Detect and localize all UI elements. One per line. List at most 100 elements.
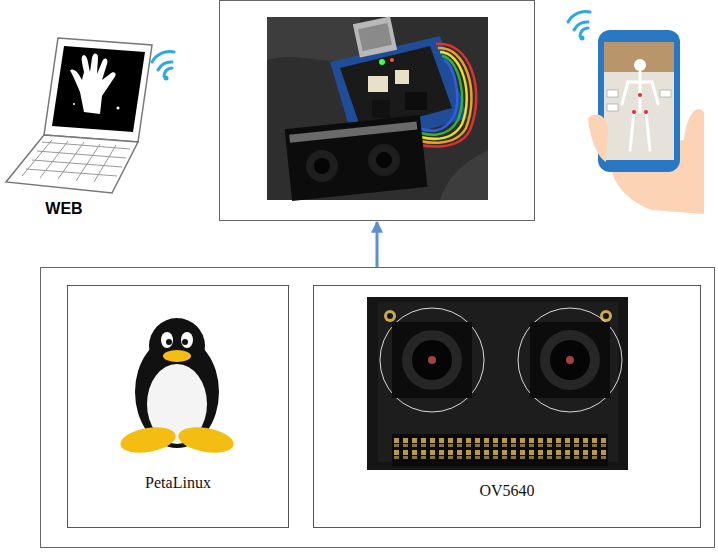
camera-module-photo	[392, 322, 472, 398]
camera-module-photo	[550, 340, 590, 380]
phone-illustration	[632, 110, 636, 114]
hardware-frame	[219, 0, 535, 221]
laptop-illustration	[58, 142, 84, 179]
software-box: PetaLinux	[67, 285, 289, 528]
wifi-icon	[580, 36, 585, 41]
laptop-illustration	[32, 160, 122, 167]
tux-penguin	[182, 339, 188, 345]
phone-illustration	[644, 110, 648, 114]
phone-illustration	[622, 72, 658, 150]
tux-penguin	[161, 332, 173, 348]
wifi-icon	[152, 52, 174, 62]
laptop-illustration	[44, 38, 152, 142]
phone-illustration	[638, 93, 642, 97]
camera-module-photo	[428, 356, 436, 364]
camera-module-photo	[392, 436, 608, 462]
board-photo	[372, 100, 390, 118]
board-photo	[306, 150, 338, 182]
laptop-illustration	[26, 169, 117, 176]
tux-penguin	[163, 350, 191, 362]
board-photo	[368, 76, 388, 92]
board-photo	[267, 17, 488, 200]
laptop-illustration	[73, 103, 75, 105]
box-label: OV5640	[314, 482, 700, 500]
board-photo	[289, 121, 417, 142]
phone-illustration	[588, 114, 608, 162]
laptop-illustration	[6, 135, 138, 193]
camera-module-photo	[392, 434, 608, 466]
wifi-icon	[158, 62, 172, 70]
phone-illustration	[607, 90, 618, 97]
camera-box: OV5640	[313, 285, 701, 528]
wifi-icon	[580, 28, 588, 36]
tux-penguin	[181, 332, 193, 348]
laptop-illustration	[22, 140, 52, 176]
board-photo	[285, 115, 428, 201]
camera-module-photo	[530, 322, 610, 398]
camera-module-photo	[600, 310, 612, 322]
board-photo	[267, 17, 360, 61]
laptop-illustration	[22, 140, 130, 182]
camera-module-photo	[566, 356, 574, 364]
laptop-illustration	[37, 151, 126, 158]
wifi-icon	[568, 12, 590, 41]
phone-illustration	[588, 30, 704, 214]
wifi-icon	[164, 68, 172, 76]
label-text: WEB	[24, 200, 104, 218]
laptop-illustration	[117, 107, 120, 110]
phone-illustration	[598, 30, 680, 172]
wifi-icon	[152, 52, 174, 81]
flow-arrow	[376, 222, 379, 267]
phone-illustration	[622, 82, 628, 104]
board-photo	[353, 16, 397, 57]
phone-illustration	[634, 59, 646, 71]
camera-module-photo	[367, 297, 628, 470]
board-photo	[440, 150, 488, 200]
phone-illustration	[607, 104, 618, 111]
camera-module-photo	[380, 308, 484, 412]
board-photo	[267, 16, 488, 200]
camera-module-photo	[412, 340, 452, 380]
camera-module-photo	[518, 308, 622, 412]
tux-penguin	[118, 318, 235, 457]
board-photo	[395, 70, 409, 84]
phone-illustration	[652, 82, 658, 104]
phone-illustration	[660, 90, 671, 97]
laptop-illustration	[94, 145, 116, 182]
laptop-illustration	[76, 144, 100, 181]
board-photo	[314, 158, 330, 174]
phone-illustration	[604, 42, 674, 72]
tux-penguin	[118, 423, 177, 456]
board-photo	[368, 144, 400, 176]
laptop-illustration	[42, 142, 130, 149]
camera-module-photo	[402, 330, 462, 390]
phone-illustration	[604, 42, 674, 160]
camera-module-photo	[387, 313, 393, 319]
camera-module-photo	[540, 330, 600, 390]
wifi-icon	[164, 76, 169, 81]
camera-module-photo	[603, 313, 609, 319]
board-photo	[376, 152, 392, 168]
phone-illustration	[646, 112, 650, 150]
board-photo	[379, 59, 385, 65]
tux-penguin	[176, 423, 235, 456]
camera-module-photo	[384, 310, 396, 322]
wifi-icon	[574, 22, 588, 30]
camera-module-photo	[367, 297, 628, 470]
phone-illustration	[628, 81, 652, 84]
phone-illustration	[630, 112, 634, 150]
tux-penguin	[166, 339, 172, 345]
camera-module-photo	[378, 302, 618, 462]
board-photo	[390, 58, 394, 62]
laptop-illustration	[70, 54, 116, 115]
wifi-icon	[568, 12, 590, 22]
laptop-illustration	[6, 38, 152, 193]
laptop-illustration	[52, 46, 145, 132]
box-label: PetaLinux	[68, 474, 288, 492]
board-photo	[405, 92, 427, 110]
phone-illustration	[639, 72, 642, 112]
board-photo	[358, 23, 392, 51]
